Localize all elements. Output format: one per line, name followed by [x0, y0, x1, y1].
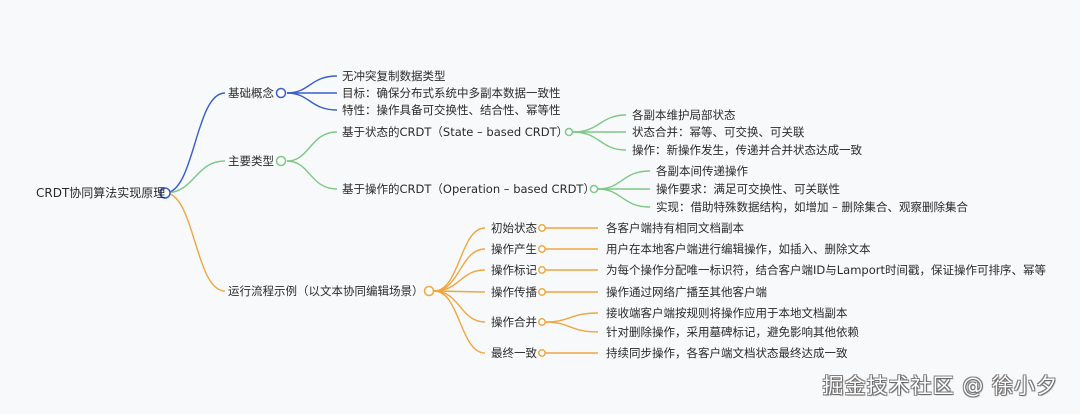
node-flow-mark-detail[interactable]: 为每个操作分配唯一标识符，结合客户端ID与Lamport时间戳，保证操作可排序、… [606, 263, 1046, 277]
collapse-toggle-op-based[interactable] [589, 184, 599, 194]
node-flow-initial-detail[interactable]: 各客户端持有相同文档副本 [606, 221, 744, 235]
node-flow-generate[interactable]: 操作产生 [491, 242, 537, 256]
node-basics[interactable]: 基础概念 [228, 86, 274, 100]
node-op-transfer[interactable]: 各副本间传递操作 [656, 164, 748, 178]
node-flow-final[interactable]: 最终一致 [491, 346, 537, 360]
node-state-based[interactable]: 基于状态的CRDT（State – based CRDT） [342, 125, 569, 139]
collapse-toggle-mark[interactable] [538, 266, 546, 274]
connector-root-flow [164, 192, 226, 292]
node-op-require[interactable]: 操作要求：满足可交换性、可关联性 [656, 182, 840, 196]
node-flow-merge-apply[interactable]: 接收端客户端按规则将操作应用于本地文档副本 [606, 306, 848, 320]
node-flow[interactable]: 运行流程示例（以文本协同编辑场景） [228, 284, 424, 298]
node-flow-merge-tombstone[interactable]: 针对删除操作，采用墓碑标记，避免影响其他依赖 [606, 325, 859, 339]
collapse-toggle-root[interactable] [159, 187, 171, 199]
connector-root-basics [164, 92, 226, 194]
node-flow-merge[interactable]: 操作合并 [491, 315, 537, 329]
collapse-toggle-final[interactable] [538, 349, 546, 357]
node-flow-propagate[interactable]: 操作传播 [491, 285, 537, 299]
node-flow-mark[interactable]: 操作标记 [491, 263, 537, 277]
root-node[interactable]: CRDT协同算法实现原理 [36, 186, 166, 200]
collapse-toggle-basics[interactable] [275, 87, 287, 99]
node-flow-generate-detail[interactable]: 用户在本地客户端进行编辑操作，如插入、删除文本 [606, 242, 871, 256]
collapse-toggle-propagate[interactable] [538, 288, 546, 296]
node-state-op[interactable]: 操作：新操作发生，传递并合并状态达成一致 [632, 143, 862, 157]
node-types[interactable]: 主要类型 [228, 154, 274, 168]
node-flow-final-detail[interactable]: 持续同步操作，各客户端文档状态最终达成一致 [606, 346, 848, 360]
collapse-toggle-initial[interactable] [538, 224, 546, 232]
collapse-toggle-flow[interactable] [423, 285, 435, 297]
collapse-toggle-generate[interactable] [538, 245, 546, 253]
collapse-toggle-types[interactable] [275, 155, 287, 167]
collapse-toggle-merge[interactable] [538, 318, 546, 326]
node-basics-goal[interactable]: 目标：确保分布式系统中多副本数据一致性 [342, 86, 561, 100]
node-op-based[interactable]: 基于操作的CRDT（Operation – based CRDT） [342, 182, 595, 196]
node-basics-def[interactable]: 无冲突复制数据类型 [342, 69, 446, 83]
watermark: 掘金技术社区 @ 徐小夕 [822, 374, 1058, 398]
collapse-toggle-state-based[interactable] [564, 127, 574, 137]
node-state-merge[interactable]: 状态合并：幂等、可交换、可关联 [632, 125, 805, 139]
node-basics-props[interactable]: 特性：操作具备可交换性、结合性、幂等性 [342, 103, 561, 117]
connector-root-types [164, 160, 226, 194]
node-flow-propagate-detail[interactable]: 操作通过网络广播至其他客户端 [606, 285, 767, 299]
node-op-impl[interactable]: 实现：借助特殊数据结构，如增加 – 删除集合、观察删除集合 [656, 200, 969, 214]
node-state-local[interactable]: 各副本维护局部状态 [632, 108, 736, 122]
node-flow-initial[interactable]: 初始状态 [491, 221, 537, 235]
